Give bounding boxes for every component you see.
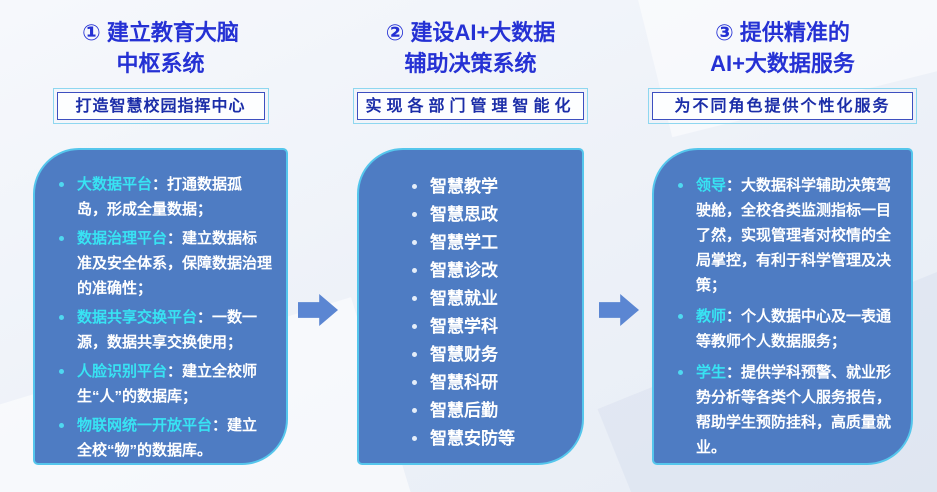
bullet-dot-icon bbox=[412, 296, 417, 301]
list-item: 智慧学工 bbox=[412, 230, 572, 255]
list-item: 数据治理平台：建立数据标准及安全体系，保障数据治理的准确性； bbox=[57, 226, 272, 301]
item-term: 物联网统一开放平台 bbox=[77, 417, 213, 434]
item-label: 智慧就业 bbox=[430, 289, 498, 308]
item-label: 智慧财务 bbox=[430, 345, 498, 364]
list-item: 智慧就业 bbox=[412, 286, 572, 311]
list-item: 智慧思政 bbox=[412, 202, 572, 227]
title-line: ① 建立教育大脑 bbox=[82, 20, 239, 45]
column-title: ③ 提供精准的 AI+大数据服务 bbox=[652, 17, 913, 79]
bullet-dot-icon bbox=[412, 212, 417, 217]
bullet-dot-icon bbox=[59, 182, 64, 187]
item-label: 智慧教学 bbox=[430, 177, 498, 196]
column-3: ③ 提供精准的 AI+大数据服务 为不同角色提供个性化服务 领导：大数据科学辅助… bbox=[648, 0, 917, 492]
item-label: 智慧学科 bbox=[430, 317, 498, 336]
title-line: ② 建设AI+大数据 bbox=[385, 20, 556, 45]
item-desc: ：个人数据中心及一表通等教师个人数据服务； bbox=[696, 308, 892, 350]
panel-role-services: 领导：大数据科学辅助决策驾驶舱，全校各类监测指标一目了然，实现管理者对校情的全局… bbox=[652, 148, 913, 465]
subtitle-box: 为不同角色提供个性化服务 bbox=[648, 88, 917, 124]
list-item: 学生：提供学科预警、就业形势分析等各类个人服务报告，帮助学生预防挂科，高质量就业… bbox=[678, 360, 897, 460]
panel-platforms: 大数据平台：打通数据孤岛，形成全量数据； 数据治理平台：建立数据标准及安全体系，… bbox=[33, 148, 288, 465]
bullet-dot-icon bbox=[412, 436, 417, 441]
list-item: 人脸识别平台：建立全校师生“人”的数据库； bbox=[57, 359, 272, 409]
item-desc: ：提供学科预警、就业形势分析等各类个人服务报告，帮助学生预防挂科，高质量就业。 bbox=[696, 364, 892, 456]
item-label: 智慧诊改 bbox=[430, 261, 498, 280]
title-line: ③ 提供精准的 bbox=[715, 20, 850, 45]
list-item: 领导：大数据科学辅助决策驾驶舱，全校各类监测指标一目了然，实现管理者对校情的全局… bbox=[678, 173, 897, 298]
item-label: 智慧思政 bbox=[430, 205, 498, 224]
list-item: 大数据平台：打通数据孤岛，形成全量数据； bbox=[57, 172, 272, 222]
bullet-dot-icon bbox=[59, 315, 64, 320]
item-term: 领导 bbox=[696, 177, 727, 194]
item-term: 人脸识别平台 bbox=[77, 363, 168, 380]
title-line: AI+大数据服务 bbox=[710, 51, 855, 76]
bullet-dot-icon bbox=[412, 352, 417, 357]
bullet-dot-icon bbox=[678, 314, 683, 319]
bullet-dot-icon bbox=[412, 380, 417, 385]
list-item: 智慧科研 bbox=[412, 370, 572, 395]
column-title: ① 建立教育大脑 中枢系统 bbox=[33, 17, 288, 79]
item-label: 智慧安防等 bbox=[430, 429, 515, 448]
list-item: 智慧财务 bbox=[412, 342, 572, 367]
item-label: 智慧科研 bbox=[430, 373, 498, 392]
item-term: 学生 bbox=[696, 364, 727, 381]
list-item: 智慧诊改 bbox=[412, 258, 572, 283]
bullet-dot-icon bbox=[412, 408, 417, 413]
title-line: 中枢系统 bbox=[116, 51, 205, 76]
bullet-dot-icon bbox=[412, 184, 417, 189]
title-line: 辅助决策系统 bbox=[404, 51, 537, 76]
column-2: ② 建设AI+大数据 辅助决策系统 实现各部门管理智能化 智慧教学 智慧思政 智… bbox=[353, 0, 588, 492]
bullet-dot-icon bbox=[412, 324, 417, 329]
bullet-dot-icon bbox=[678, 370, 683, 375]
item-label: 智慧学工 bbox=[430, 233, 498, 252]
right-arrow-icon bbox=[599, 294, 639, 326]
list-item: 智慧教学 bbox=[412, 174, 572, 199]
list-item: 智慧后勤 bbox=[412, 398, 572, 423]
item-term: 大数据平台 bbox=[77, 176, 153, 193]
item-term: 教师 bbox=[696, 308, 727, 325]
item-term: 数据治理平台 bbox=[77, 230, 168, 247]
item-desc: ：大数据科学辅助决策驾驶舱，全校各类监测指标一目了然，实现管理者对校情的全局掌控… bbox=[696, 177, 892, 294]
item-desc: ：建立全校“物”的数据库。 bbox=[77, 417, 258, 459]
bullet-dot-icon bbox=[59, 369, 64, 374]
item-desc: ：打通数据孤岛，形成全量数据； bbox=[77, 176, 243, 218]
bullet-dot-icon bbox=[678, 183, 683, 188]
item-label: 智慧后勤 bbox=[430, 401, 498, 420]
item-desc: ：建立全校师生“人”的数据库； bbox=[77, 363, 258, 405]
subtitle-label: 打造智慧校园指挥中心 bbox=[75, 98, 246, 115]
subtitle-label: 为不同角色提供个性化服务 bbox=[674, 98, 891, 115]
subtitle-box: 打造智慧校园指挥中心 bbox=[52, 88, 269, 124]
bullet-dot-icon bbox=[412, 268, 417, 273]
subtitle-box: 实现各部门管理智能化 bbox=[353, 88, 588, 124]
column-title: ② 建设AI+大数据 辅助决策系统 bbox=[357, 17, 584, 79]
panel-smart-systems: 智慧教学 智慧思政 智慧学工 智慧诊改 智慧就业 智慧学科 智慧财务 智慧科研 … bbox=[357, 148, 584, 465]
item-term: 数据共享交换平台 bbox=[77, 309, 198, 326]
list-item: 数据共享交换平台：一数一源，数据共享交换使用； bbox=[57, 305, 272, 355]
list-item: 物联网统一开放平台：建立全校“物”的数据库。 bbox=[57, 413, 272, 463]
item-desc: ：建立数据标准及安全体系，保障数据治理的准确性； bbox=[77, 230, 273, 297]
list-item: 智慧安防等 bbox=[412, 426, 572, 451]
subtitle-label: 实现各部门管理智能化 bbox=[365, 98, 576, 115]
bullet-dot-icon bbox=[59, 423, 64, 428]
list-item: 教师：个人数据中心及一表通等教师个人数据服务； bbox=[678, 304, 897, 354]
list-item: 智慧学科 bbox=[412, 314, 572, 339]
bullet-dot-icon bbox=[412, 240, 417, 245]
item-desc: ：一数一源，数据共享交换使用； bbox=[77, 309, 258, 351]
column-1: ① 建立教育大脑 中枢系统 打造智慧校园指挥中心 大数据平台：打通数据孤岛，形成… bbox=[33, 0, 288, 492]
bullet-dot-icon bbox=[59, 236, 64, 241]
